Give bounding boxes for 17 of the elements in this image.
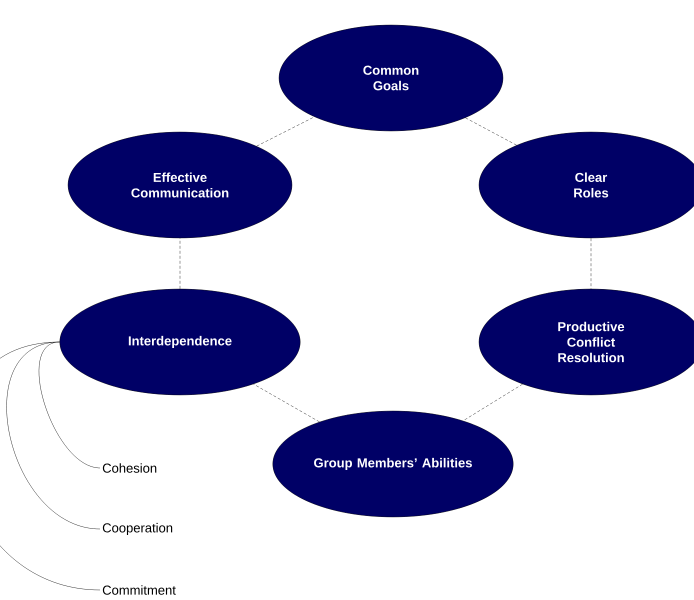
item-text: Cohesion	[102, 463, 156, 473]
ellipse-node: Interdependence	[60, 288, 300, 396]
dashed-connector	[253, 384, 320, 422]
ellipse-node: Productive Conflict Resolution	[478, 288, 694, 396]
ellipse-node: Effective Communication	[68, 132, 292, 238]
dashed-connector	[590, 238, 592, 289]
dashed-connector	[462, 384, 523, 421]
leader-line	[6, 342, 100, 530]
item-text: Commitment	[102, 585, 176, 595]
dashed-connector	[465, 118, 517, 146]
item-text: Cooperation	[102, 522, 172, 536]
ellipse-node: Common Goals	[278, 24, 504, 132]
leader-line	[0, 342, 100, 590]
dashed-connector	[256, 116, 315, 146]
ellipse-node: Clear Roles	[478, 132, 694, 238]
ellipse-node: Group Members’ Abilities	[272, 410, 514, 518]
leader-line	[38, 342, 100, 468]
